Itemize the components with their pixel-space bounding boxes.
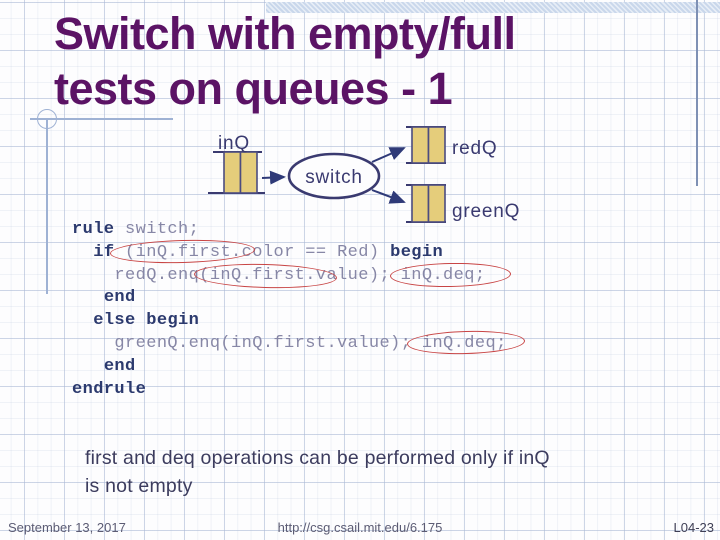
note-text: first and deq operations can be performe… [85, 444, 645, 500]
switch-ellipse [287, 152, 381, 200]
code-line: if (inQ.first.color == Red) begin [93, 242, 444, 262]
red-queue-label: redQ [452, 138, 497, 159]
red-queue-icon [406, 126, 446, 164]
queue-switch-diagram: inQ switch redQ greenQ [208, 126, 520, 223]
code-block: rule switch; if (inQ.first.color == Red)… [72, 219, 592, 401]
green-queue-icon [406, 184, 446, 223]
arrow-in-to-switch [261, 170, 286, 185]
code-line: rule switch; [72, 220, 200, 239]
title-line-1: Switch with empty/full [54, 8, 516, 59]
footer-date: September 13, 2017 [8, 520, 126, 535]
slide-number: L04-23 [673, 520, 714, 535]
arrow-switch-to-red [371, 147, 406, 163]
code-line: endrule [72, 379, 147, 399]
decor-horizontal-line [30, 118, 173, 120]
code-line: end [103, 288, 136, 308]
decor-compass-circle-icon [37, 109, 57, 129]
in-queue-label: inQ [218, 133, 250, 154]
code-line: end [103, 356, 136, 376]
note-line-2: is not empty [85, 475, 193, 497]
footer: September 13, 2017 http://csg.csail.mit.… [0, 518, 720, 538]
top-accent-band [266, 2, 720, 13]
in-queue-icon [208, 151, 265, 194]
switch-label: switch [305, 167, 363, 188]
note-line-1: first and deq operations can be performe… [85, 447, 550, 469]
code-line: redQ.enq(inQ.first.value); inQ.deq; [72, 265, 486, 285]
arrow-switch-to-green [371, 189, 406, 204]
decor-vertical-line [46, 120, 48, 294]
code-line: else begin [93, 311, 200, 331]
title-line-2: tests on queues - 1 [54, 63, 453, 114]
green-queue-label: greenQ [452, 201, 520, 222]
code-line: greenQ.enq(inQ.first.value); inQ.deq; [72, 333, 507, 353]
page-title: Switch with empty/full tests on queues -… [54, 6, 674, 116]
footer-url: http://csg.csail.mit.edu/6.175 [277, 520, 443, 535]
right-accent-line [696, 0, 698, 186]
